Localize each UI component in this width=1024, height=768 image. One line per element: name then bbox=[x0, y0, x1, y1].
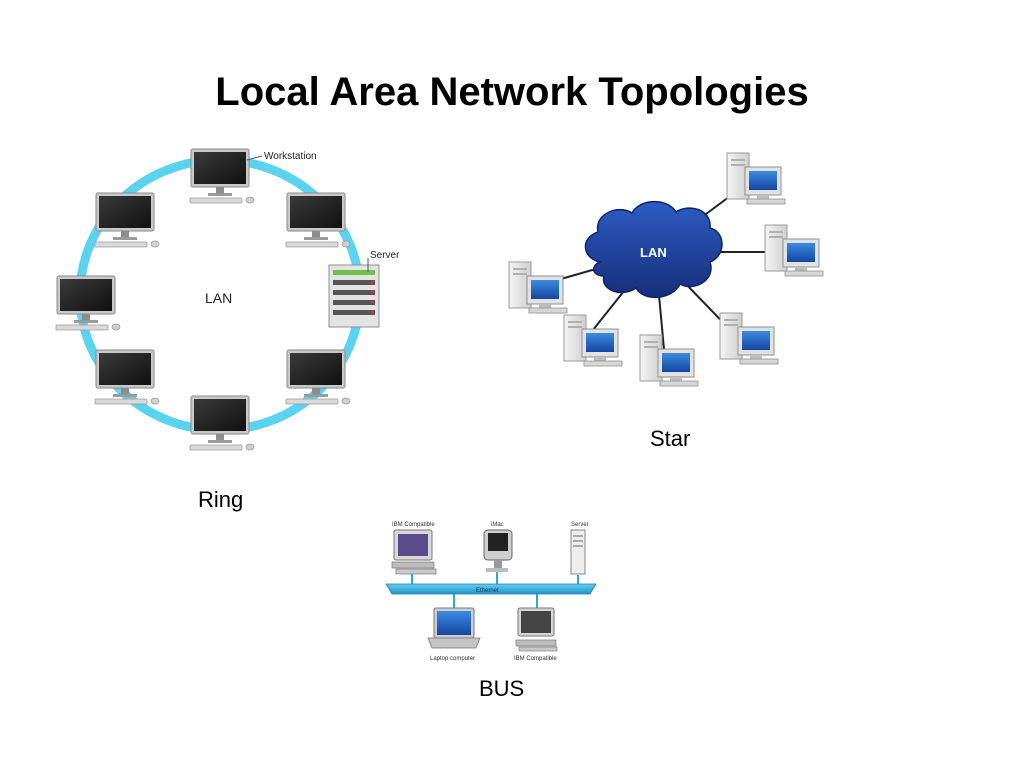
ring-server bbox=[328, 264, 380, 328]
ring-workstation-top bbox=[189, 148, 255, 204]
ring-server-label: Server bbox=[370, 250, 400, 261]
bus-caption: BUS bbox=[479, 676, 525, 701]
ring-workstation-bottom bbox=[189, 395, 255, 451]
ring-topology: Workstation Server LAN bbox=[55, 148, 400, 451]
bus-ibm-top-label: IBM Compatible bbox=[392, 522, 435, 528]
star-pc-left bbox=[508, 261, 568, 314]
star-topology: LAN bbox=[508, 152, 824, 387]
bus-ibm-bottom-label: IBM Compatible bbox=[514, 656, 557, 662]
ring-center-label: LAN bbox=[205, 290, 232, 306]
star-pc-right bbox=[764, 224, 824, 277]
star-pc-lower-right bbox=[719, 312, 779, 365]
ring-workstation-lower-right bbox=[285, 349, 351, 405]
star-hub-label: LAN bbox=[640, 245, 667, 260]
bus-backbone bbox=[385, 583, 597, 595]
ring-workstation-upper-left bbox=[94, 192, 160, 248]
bus-imac bbox=[483, 529, 513, 572]
ring-workstation-lower-left bbox=[94, 349, 160, 405]
star-pc-top-right bbox=[726, 152, 786, 205]
bus-imac-label: iMac bbox=[491, 522, 504, 528]
ring-workstation-label: Workstation bbox=[264, 151, 317, 162]
bus-server bbox=[570, 529, 586, 575]
star-pc-bottom bbox=[639, 334, 699, 387]
ring-caption: Ring bbox=[198, 487, 244, 512]
star-hub-cloud bbox=[584, 200, 723, 298]
star-caption: Star bbox=[650, 426, 691, 451]
ring-workstation-left bbox=[55, 275, 121, 331]
bus-laptop-label: Laptop computer bbox=[430, 656, 475, 662]
bus-laptop bbox=[427, 607, 481, 649]
bus-server-label: Server bbox=[571, 522, 589, 528]
ring-workstation-upper-right bbox=[285, 192, 351, 248]
bus-topology: IBM Compatible iMac Server Laptop comput… bbox=[385, 522, 597, 662]
bus-ibm-top bbox=[391, 529, 437, 575]
bus-ibm-bottom bbox=[515, 607, 558, 652]
star-pc-lower-left bbox=[563, 314, 623, 367]
slide-title: Local Area Network Topologies bbox=[215, 70, 809, 114]
bus-backbone-label: Ethernet bbox=[476, 588, 499, 594]
